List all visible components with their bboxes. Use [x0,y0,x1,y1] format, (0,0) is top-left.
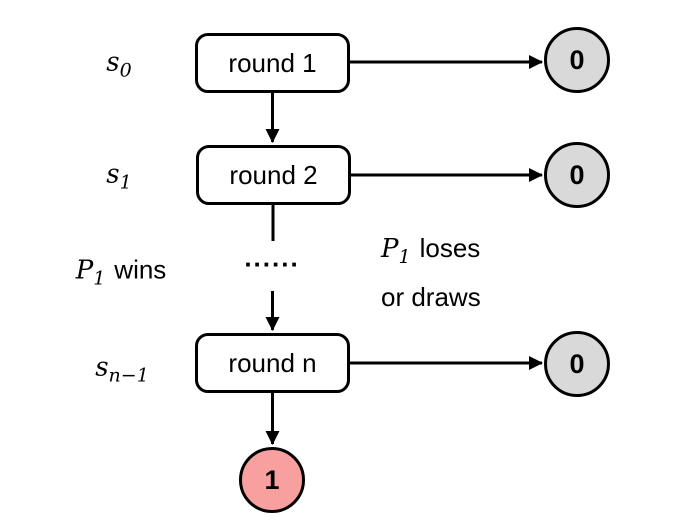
round-n-node: round n [195,333,350,393]
round-2-node: round 2 [196,145,351,205]
terminal-outcome-0-row2: 0 [544,142,610,208]
state-subscript: n−1 [108,364,149,387]
ellipsis-dots: ...... [244,242,300,273]
round-1-node: round 1 [195,33,350,93]
state-symbol: s [106,159,120,190]
terminal-outcome-0-row1: 0 [544,27,610,93]
p1-wins-label: P1 wins [76,255,167,290]
player-symbol: P [381,234,399,264]
state-subscript: 0 [119,59,132,82]
player-subscript: 1 [93,267,106,290]
state-label-sn-1: sn−1 [95,352,149,387]
terminal-outcome-1: 1 [239,447,305,513]
state-symbol: s [106,47,120,78]
p1-loses-line2: or draws [381,282,481,312]
wins-text: wins [114,254,167,285]
p1-loses-line1: P1 loses [381,228,481,277]
state-label-s1: s1 [106,159,131,194]
loses-text: loses [419,233,481,263]
player-subscript: 1 [398,246,411,268]
player-symbol: P [75,255,94,286]
state-subscript: 1 [119,171,132,194]
state-label-s0: s0 [106,47,131,82]
terminal-outcome-0-row3: 0 [544,331,610,397]
state-symbol: s [95,352,109,383]
p1-loses-label: P1 loses or draws [381,228,481,317]
